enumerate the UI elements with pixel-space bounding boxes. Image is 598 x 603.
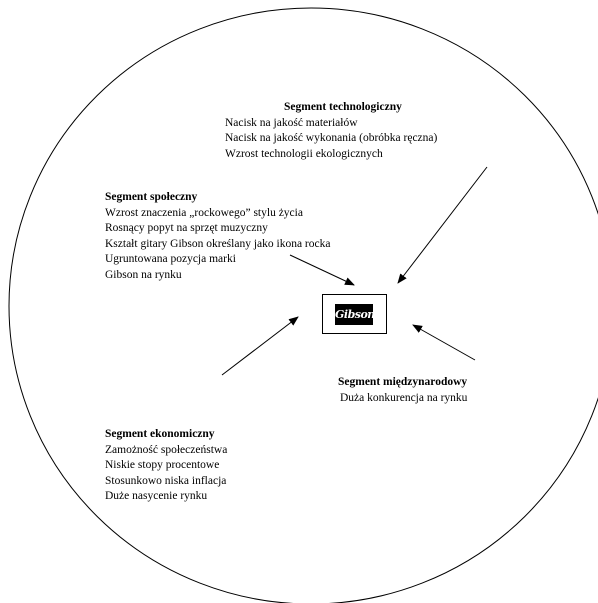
segment-technological-item: Nacisk na jakość materiałów [225, 116, 358, 129]
segment-international-item: Duża konkurencja na rynku [340, 391, 468, 404]
segment-economic-item: Duże nasycenie rynku [105, 490, 208, 502]
segment-technological: Segment technologiczny Nacisk na jakość … [225, 100, 437, 162]
segment-social-item: Rosnący popyt na sprzęt muzyczny [105, 222, 268, 234]
environment-circle [8, 7, 598, 603]
segment-social-item: Wzrost znaczenia „rockowego” stylu życia [105, 206, 303, 219]
arrow-from-international [412, 324, 476, 361]
segment-social-item: Gibson na rynku [105, 268, 182, 281]
arrow-from-economic [221, 316, 299, 376]
gibson-logo-box: Gibson [322, 294, 387, 334]
segment-international: Segment międzynarodowy Duża konkurencja … [338, 375, 467, 406]
segment-economic-item: Zamożność społeczeństwa [105, 443, 228, 456]
segment-technological-title: Segment technologiczny [284, 101, 402, 113]
gibson-logo-icon: Gibson [335, 304, 375, 325]
segment-economic: Segment ekonomiczny Zamożność społeczeńs… [105, 427, 227, 505]
segment-social-item: Kształt gitary Gibson określany jako iko… [105, 237, 331, 250]
segment-economic-title: Segment ekonomiczny [105, 428, 215, 440]
segment-economic-item: Niskie stopy procentowe [105, 459, 220, 471]
segment-technological-item: Wzrost technologii ekologicznych [225, 147, 383, 160]
arrow-from-technological [397, 166, 488, 284]
segment-social: Segment społeczny Wzrost znaczenia „rock… [105, 190, 330, 283]
segment-social-item: Ugruntowana pozycja marki [105, 253, 236, 265]
segment-economic-item: Stosunkowo niska inflacja [105, 474, 227, 487]
arrow-from-social [289, 254, 355, 286]
segment-technological-item: Nacisk na jakość wykonania (obróbka ręcz… [225, 132, 438, 144]
segment-social-title: Segment społeczny [105, 191, 198, 203]
segment-international-title: Segment międzynarodowy [338, 376, 468, 388]
